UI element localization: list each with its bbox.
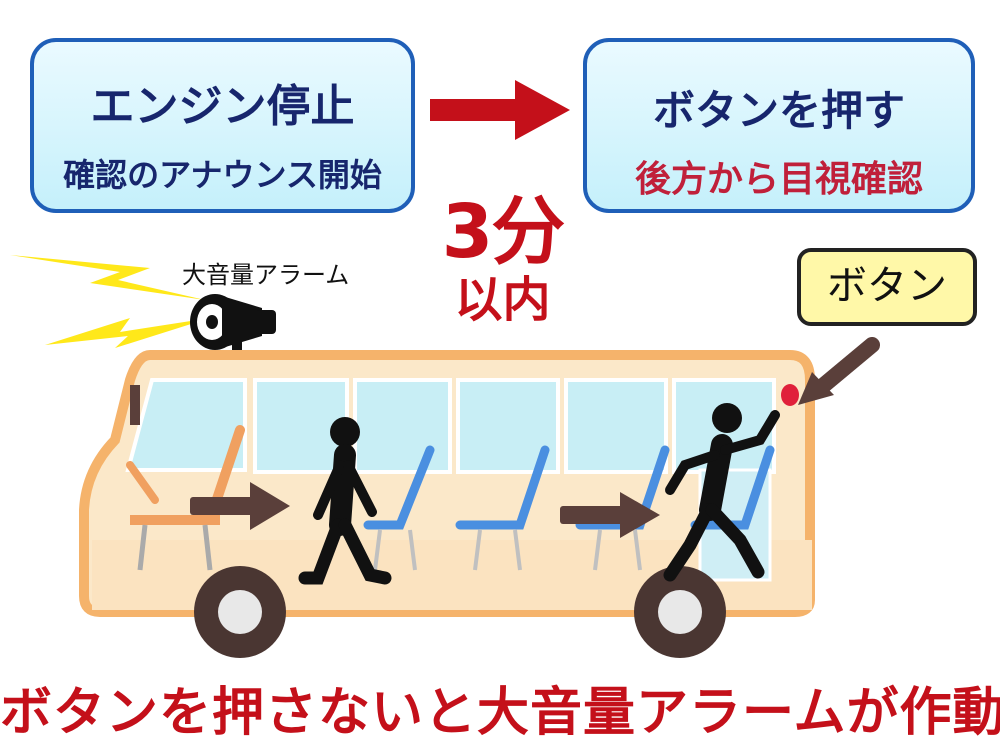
walk-arrow-icon-2 (560, 492, 660, 538)
time-limit-qualifier: 以内 (454, 272, 551, 328)
bus-illustration (79, 350, 815, 658)
time-limit-value: 3分 (441, 189, 566, 275)
alarm-label: 大音量アラーム (182, 261, 350, 289)
step-button-title: ボタンを押す (652, 86, 905, 135)
flow-arrow-icon (430, 80, 570, 140)
walking-person-icon (298, 417, 392, 585)
step-engine-subtitle: 確認のアナウンス開始 (63, 156, 382, 194)
step-engine-stop-box: エンジン停止 確認のアナウンス開始 (30, 38, 415, 213)
bottom-caption: ボタンを押さないと大音量アラームが作動 (0, 683, 1000, 743)
step-engine-title: エンジン停止 (90, 81, 355, 132)
button-pressing-person-icon (663, 403, 780, 582)
walk-arrow-icon (190, 482, 290, 530)
lightning-icon (10, 255, 210, 348)
bus-stop-button (781, 384, 799, 406)
step-button-subtitle: 後方から目視確認 (634, 159, 923, 200)
button-callout: ボタン (797, 248, 977, 326)
callout-pointer-arrow-icon (798, 337, 880, 405)
step-press-button-box: ボタンを押す 後方から目視確認 (583, 38, 975, 213)
megaphone-icon (190, 294, 276, 356)
